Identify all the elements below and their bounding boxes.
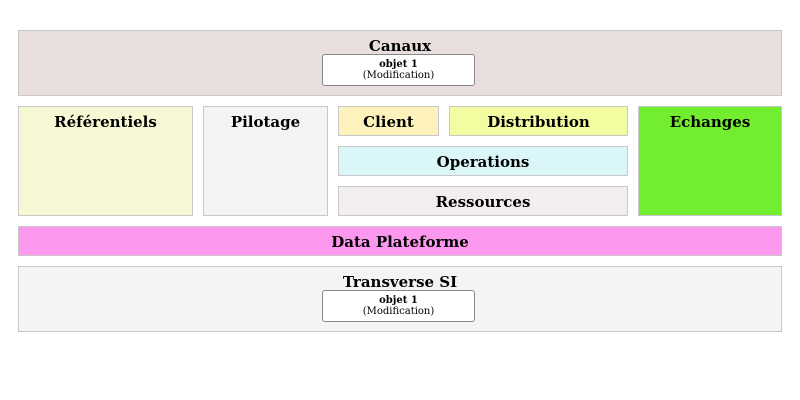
zone-distribution: Distribution	[449, 106, 628, 136]
zone-data-plateforme: Data Plateforme	[18, 226, 782, 256]
canaux-object-card[interactable]: objet 1 (Modification)	[322, 54, 475, 86]
zone-distribution-title: Distribution	[487, 113, 590, 131]
zone-pilotage-title: Pilotage	[230, 113, 301, 131]
zone-data-plateforme-title: Data Plateforme	[331, 233, 469, 251]
zone-operations: Operations	[338, 146, 628, 176]
canaux-object-status: (Modification)	[362, 70, 435, 81]
zone-transverse-si: Transverse SI objet 1 (Modification)	[18, 266, 782, 332]
zone-client: Client	[338, 106, 439, 136]
zone-client-title: Client	[363, 113, 414, 131]
transverse-object-card[interactable]: objet 1 (Modification)	[322, 290, 475, 322]
zone-pilotage: Pilotage	[203, 106, 328, 216]
transverse-object-status: (Modification)	[362, 306, 435, 317]
transverse-object-name: objet 1	[379, 295, 418, 306]
zone-operations-title: Operations	[436, 153, 530, 171]
zone-canaux-title: Canaux	[368, 37, 432, 55]
zone-ressources-title: Ressources	[435, 193, 531, 211]
zone-echanges-title: Echanges	[669, 113, 751, 131]
zone-ressources: Ressources	[338, 186, 628, 216]
zone-echanges: Echanges	[638, 106, 782, 216]
canaux-object-name: objet 1	[379, 59, 418, 70]
zone-canaux: Canaux objet 1 (Modification)	[18, 30, 782, 96]
zone-referentiels: Référentiels	[18, 106, 193, 216]
zone-transverse-si-title: Transverse SI	[342, 273, 458, 291]
zone-referentiels-title: Référentiels	[54, 113, 157, 131]
